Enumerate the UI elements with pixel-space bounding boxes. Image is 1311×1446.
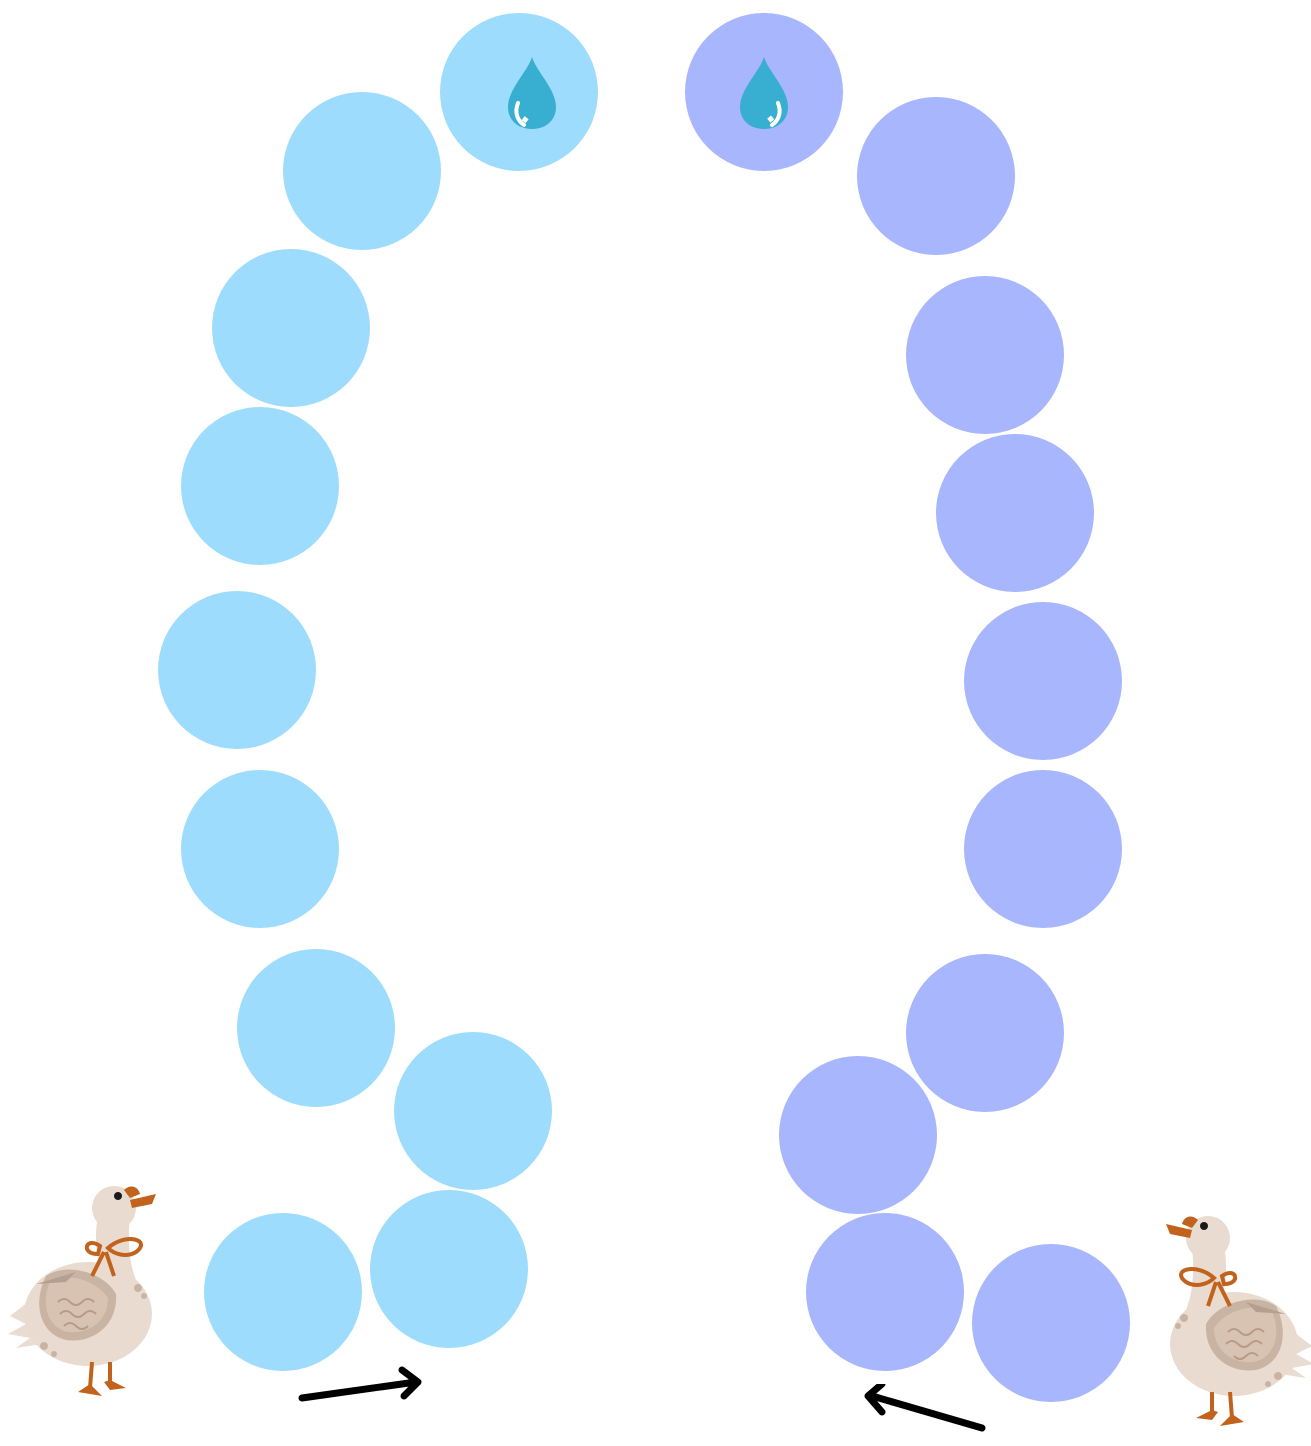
right-path-space-1[interactable] [972,1244,1130,1402]
right-path-space-2[interactable] [806,1213,964,1371]
right-path-goal[interactable] [685,13,843,171]
left-path-goal[interactable] [440,13,598,171]
right-path-space-4[interactable] [906,954,1064,1112]
right-path-space-3[interactable] [779,1056,937,1214]
left-path-space-1[interactable] [204,1213,362,1371]
left-path-space-7[interactable] [181,407,339,565]
right-path-space-9[interactable] [857,97,1015,255]
arrow-left-icon [862,1384,992,1432]
left-path-space-9[interactable] [283,92,441,250]
right-path-space-7[interactable] [936,434,1094,592]
left-path-space-6[interactable] [158,591,316,749]
left-path-space-5[interactable] [181,770,339,928]
goose-icon[interactable] [6,1176,176,1416]
left-path-space-2[interactable] [370,1190,528,1348]
water-drop-icon [738,55,790,131]
left-path-space-4[interactable] [237,949,395,1107]
goose-icon[interactable] [1146,1206,1311,1446]
left-path-space-3[interactable] [394,1032,552,1190]
left-path-space-8[interactable] [212,249,370,407]
right-path-space-5[interactable] [964,770,1122,928]
arrow-right-icon [298,1366,428,1406]
right-path-space-6[interactable] [964,602,1122,760]
water-drop-icon [506,55,558,131]
right-path-space-8[interactable] [906,276,1064,434]
